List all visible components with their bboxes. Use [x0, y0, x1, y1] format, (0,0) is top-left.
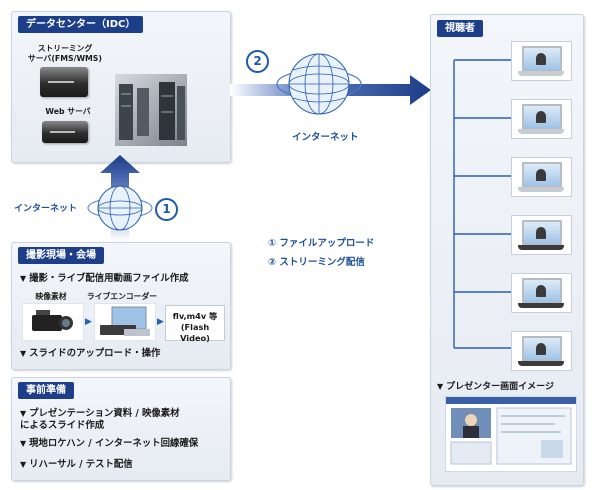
prep-title: 事前準備	[18, 382, 74, 399]
flow-arrow-2-icon: ▶	[157, 317, 164, 327]
idc-title: データセンター（IDC）	[18, 16, 144, 33]
streaming-server-icon	[40, 67, 88, 97]
viewer-laptop-3-icon	[511, 157, 572, 197]
process-legend-streaming: ② ストリーミング配信	[268, 257, 365, 268]
web-server-label: Web サーバ	[45, 107, 91, 116]
viewer-laptop-1-icon	[511, 41, 572, 81]
web-server-icon	[42, 121, 88, 143]
site-panel: 撮影現場・会場 撮影・ライブ配信用動画ファイル作成 映像素材 ライブエンコーダー…	[11, 242, 231, 370]
idc-panel: データセンター（IDC） ストリーミング サーバ(FMS/WMS) Web サー…	[11, 11, 231, 163]
site-item-create-video: 撮影・ライブ配信用動画ファイル作成	[20, 273, 188, 285]
internet-globe-small-icon	[87, 185, 153, 231]
internet-label-top: インターネット	[292, 132, 359, 143]
streaming-server-label: ストリーミング サーバ(FMS/WMS)	[28, 44, 102, 63]
video-camera-icon	[22, 303, 84, 341]
format-box: flv,m4v 等 (Flash Video)	[165, 305, 225, 343]
viewers-title: 視聴者	[437, 20, 483, 37]
viewer-pc-2-icon	[511, 273, 572, 313]
prep-item-rehearsal: リハーサル / テスト配信	[20, 459, 133, 471]
prep-item-slides: プレゼンテーション資料 / 映像素材 によるスライド作成	[20, 408, 180, 432]
presenter-screen-image	[445, 396, 577, 472]
viewer-pc-3-icon	[511, 331, 572, 371]
viewer-laptop-2-icon	[511, 99, 572, 139]
viewer-pc-1-icon	[511, 215, 572, 255]
live-encoder-icon	[94, 303, 156, 341]
prep-item-location: 現地ロケハン / インターネット回線確保	[20, 438, 198, 450]
internet-globe-icon	[276, 53, 362, 115]
live-encoder-label: ライブエンコーダー	[86, 292, 158, 301]
site-title: 撮影現場・会場	[18, 247, 104, 264]
datacenter-photo	[115, 74, 187, 146]
presenter-image-caption: プレゼンター画面イメージ	[437, 381, 554, 393]
video-material-label: 映像素材	[35, 292, 67, 301]
viewer-tree-lines	[453, 59, 511, 349]
process-legend-upload: ① ファイルアップロード	[268, 238, 375, 249]
internet-label-bottom: インターネット	[14, 204, 78, 214]
flow-arrow-1-icon: ▶	[85, 317, 92, 327]
viewers-panel: 視聴者 プレゼンター画面イメージ	[430, 14, 584, 486]
step-2-marker: 2	[246, 50, 269, 73]
prep-panel: 事前準備 プレゼンテーション資料 / 映像素材 によるスライド作成 現地ロケハン…	[11, 377, 231, 481]
step-1-marker: 1	[155, 198, 178, 221]
format-label: flv,m4v 等 (Flash Video)	[172, 311, 218, 343]
site-item-slide-upload: スライドのアップロード・操作	[20, 348, 160, 360]
